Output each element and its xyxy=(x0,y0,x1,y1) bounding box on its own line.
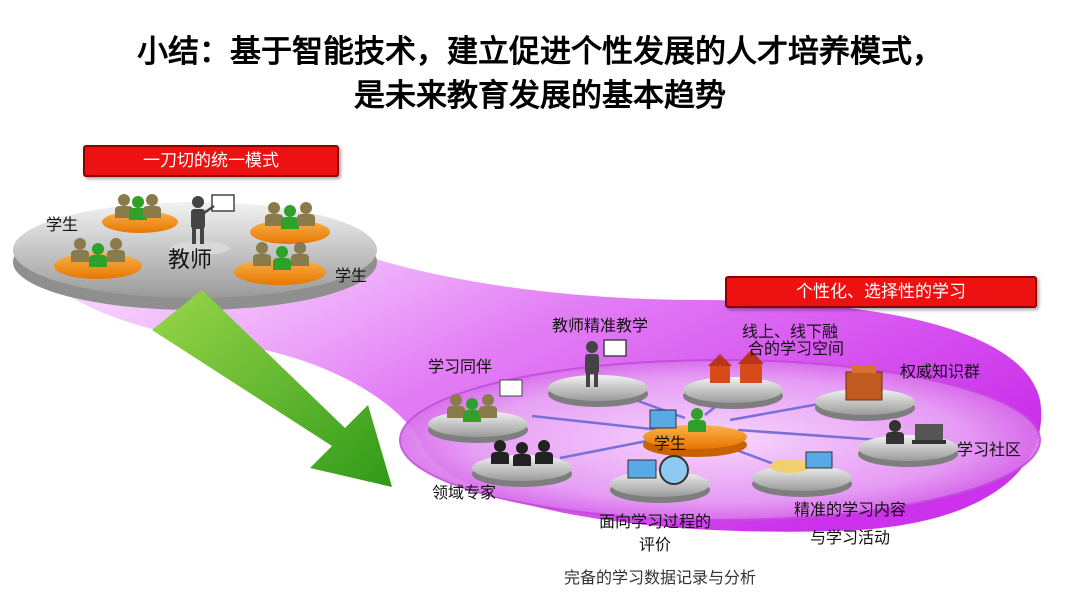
old-student-label-right: 学生 xyxy=(335,266,368,285)
old-student-group-1 xyxy=(102,194,178,233)
old-teacher-label: 教师 xyxy=(168,248,213,273)
transition-arrow xyxy=(152,290,392,487)
node-peers-label: 学习同伴 xyxy=(428,357,493,376)
node-content-label-line2: 与学习活动 xyxy=(809,528,890,547)
node-content-label-line1: 精准的学习内容 xyxy=(793,500,906,519)
node-authority-label: 权威知识群 xyxy=(900,362,981,381)
old-student-group-4 xyxy=(234,242,326,285)
old-student-group-2 xyxy=(250,202,330,244)
node-teacher-label: 教师精准教学 xyxy=(552,316,649,335)
node-eval-label-line2: 评价 xyxy=(638,535,671,554)
node-eval-label-line1: 面向学习过程的 xyxy=(598,512,711,531)
node-space-label-line1: 线上、线下融 xyxy=(742,322,839,341)
old-student-label-left: 学生 xyxy=(46,215,79,234)
slide-title-line1: 小结：基于智能技术，建立促进个性发展的人才培养模式， xyxy=(137,34,943,70)
node-space-label-line2: 合的学习空间 xyxy=(748,339,845,358)
old-teacher-figure xyxy=(170,194,235,255)
node-content xyxy=(752,451,852,497)
center-student-node xyxy=(643,408,747,457)
node-space xyxy=(683,350,783,409)
old-student-group-3 xyxy=(54,238,142,279)
node-evaluation xyxy=(610,455,710,503)
node-peers xyxy=(428,379,528,443)
node-community-label: 学习社区 xyxy=(957,440,1022,459)
node-authority xyxy=(815,365,915,421)
old-model-banner: 一刀切的统一模式 xyxy=(83,145,339,177)
new-model-banner: 个性化、选择性的学习 xyxy=(725,276,1037,308)
data-footer-label: 完备的学习数据记录与分析 xyxy=(563,568,756,587)
node-community xyxy=(858,420,958,467)
slide-title-line2: 是未来教育发展的基本趋势 xyxy=(354,78,726,114)
node-teacher xyxy=(548,339,648,407)
center-student-label: 学生 xyxy=(654,434,687,453)
node-experts-label: 领域专家 xyxy=(432,483,497,502)
